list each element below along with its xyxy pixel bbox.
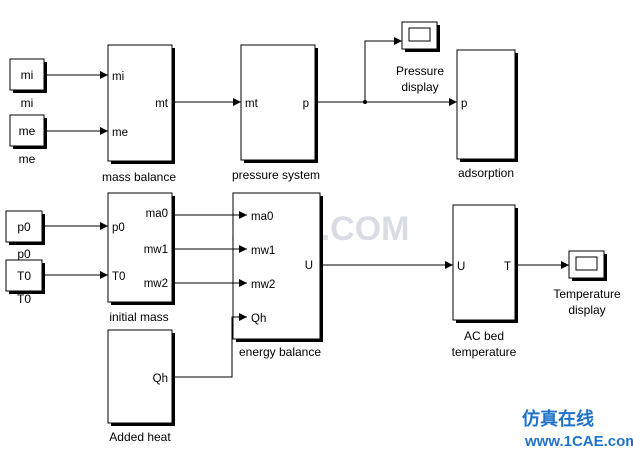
temperature-display-label-line2: display xyxy=(568,303,605,317)
p0-constant-label: p0 xyxy=(17,247,31,261)
logo-chinese-text: 仿真在线 xyxy=(522,408,594,430)
pressure-display-scope[interactable] xyxy=(401,21,440,52)
initial-mass-label: initial mass xyxy=(109,310,168,324)
pressure-system-port-mt: mt xyxy=(245,98,259,110)
p0-constant-block[interactable]: p0 xyxy=(5,210,45,245)
pressure-system-port-p: p xyxy=(303,98,309,110)
ac-bed-label-line2: temperature xyxy=(452,345,517,359)
me-constant-label: me xyxy=(19,152,36,166)
mi-constant-label: mi xyxy=(21,96,34,110)
initial-mass-port-ma0: ma0 xyxy=(146,208,168,220)
initial-mass-port-T0: T0 xyxy=(112,271,125,283)
energy-balance-block[interactable]: ma0 mw1 mw2 Qh U xyxy=(232,192,323,342)
ac-bed-temperature-block[interactable]: U T xyxy=(452,204,518,323)
wire-p-to-pressure-display xyxy=(364,37,402,102)
mi-constant-value: mi xyxy=(21,68,34,82)
mass-balance-port-mt: mt xyxy=(155,98,169,110)
temperature-display-label-line1: Temperature xyxy=(553,287,621,301)
wire-branch-point xyxy=(363,100,367,104)
energy-balance-port-ma0: ma0 xyxy=(251,211,273,223)
energy-balance-port-U: U xyxy=(305,260,313,272)
initial-mass-port-mw1: mw1 xyxy=(144,244,168,256)
p0-constant-value: p0 xyxy=(17,220,31,234)
initial-mass-port-mw2: mw2 xyxy=(144,278,168,290)
me-constant-value: me xyxy=(19,124,36,138)
mass-balance-label: mass balance xyxy=(102,170,176,184)
ac-bed-port-U: U xyxy=(457,261,465,273)
adsorption-block[interactable]: p xyxy=(456,49,518,162)
energy-balance-port-Qh: Qh xyxy=(251,313,266,325)
site-logo: 仿真在线 www.1CAE.com xyxy=(522,408,633,450)
added-heat-port-Qh: Qh xyxy=(153,373,168,385)
mass-balance-port-mi: mi xyxy=(112,71,124,83)
adsorption-port-p: p xyxy=(461,98,467,110)
ac-bed-port-T: T xyxy=(504,261,511,273)
logo-url-text: www.1CAE.com xyxy=(524,433,633,450)
T0-constant-block[interactable]: T0 xyxy=(5,259,45,294)
wire-qh-to-energy-balance xyxy=(172,313,247,378)
pressure-display-label-line1: Pressure xyxy=(396,64,444,78)
T0-constant-label: T0 xyxy=(17,292,31,306)
adsorption-label: adsorption xyxy=(458,166,514,180)
ac-bed-label-line1: AC bed xyxy=(464,329,504,343)
pressure-system-block[interactable]: mt p xyxy=(240,44,318,163)
T0-constant-value: T0 xyxy=(17,269,31,283)
temperature-display-scope[interactable] xyxy=(568,250,607,281)
mass-balance-port-me: me xyxy=(112,127,128,139)
pressure-system-label: pressure system xyxy=(232,168,320,182)
energy-balance-port-mw2: mw2 xyxy=(251,279,275,291)
energy-balance-label: energy balance xyxy=(239,345,321,359)
me-constant-block[interactable]: me xyxy=(9,114,47,149)
initial-mass-block[interactable]: p0 T0 ma0 mw1 mw2 xyxy=(107,192,175,305)
added-heat-block[interactable]: Qh xyxy=(107,329,175,426)
energy-balance-port-mw1: mw1 xyxy=(251,245,275,257)
pressure-display-label-line2: display xyxy=(401,80,438,94)
initial-mass-port-p0: p0 xyxy=(112,222,125,234)
mi-constant-block[interactable]: mi xyxy=(9,58,47,93)
added-heat-label: Added heat xyxy=(109,430,171,444)
mass-balance-block[interactable]: mi me mt xyxy=(107,44,175,164)
